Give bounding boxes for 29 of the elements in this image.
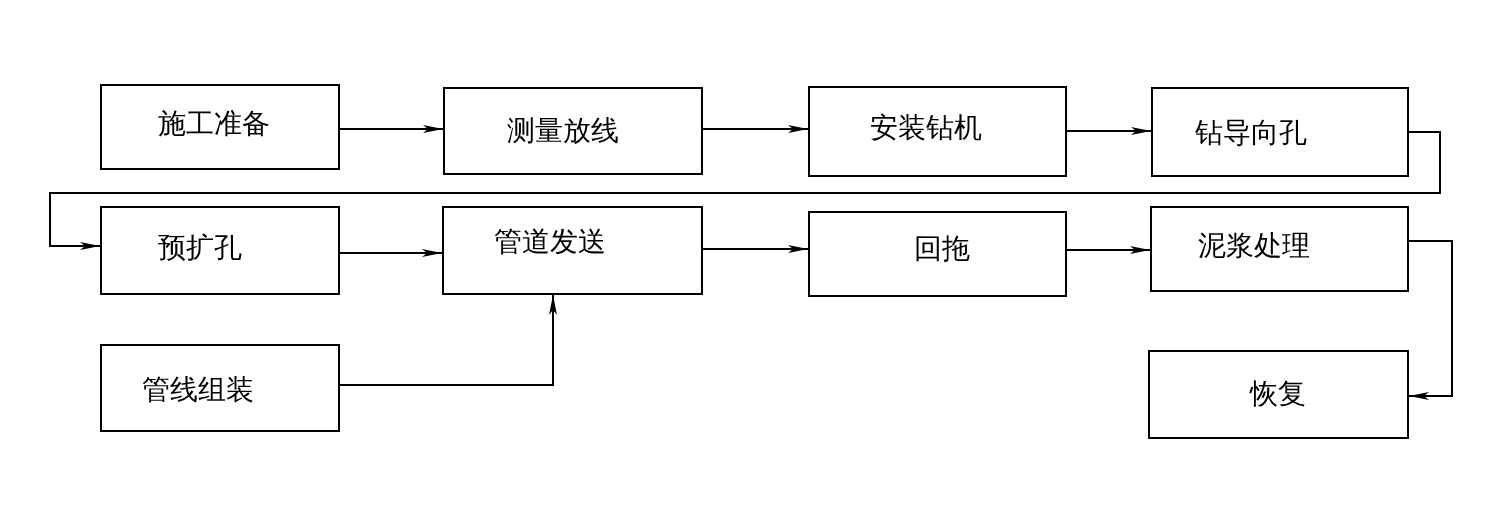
process-box	[100, 344, 340, 432]
step-label: 泥浆处理	[1198, 230, 1310, 262]
step-label: 管道发送	[494, 226, 606, 258]
arrow	[339, 294, 557, 386]
step-label: 恢复	[1250, 378, 1306, 410]
step-label: 钻导向孔	[1195, 117, 1307, 149]
step-label: 施工准备	[158, 108, 270, 140]
process-box	[443, 87, 703, 175]
step-label: 安装钻机	[870, 112, 982, 144]
arrow	[702, 125, 809, 133]
arrow	[1408, 240, 1453, 400]
process-box	[1148, 350, 1409, 439]
process-box	[100, 206, 340, 295]
arrow	[1066, 127, 1152, 135]
step-label: 预扩孔	[158, 232, 242, 264]
arrow	[339, 249, 443, 257]
process-box	[808, 211, 1067, 297]
arrow	[339, 125, 444, 133]
arrow	[702, 245, 809, 253]
step-label: 管线组装	[142, 374, 254, 406]
process-box	[1150, 206, 1409, 292]
process-box	[442, 206, 703, 295]
process-box	[808, 86, 1067, 177]
step-label: 测量放线	[507, 115, 619, 147]
step-label: 回拖	[914, 233, 970, 265]
arrow	[1066, 246, 1151, 254]
process-box	[1151, 87, 1409, 177]
process-box	[100, 84, 340, 170]
arrow	[49, 131, 1441, 250]
